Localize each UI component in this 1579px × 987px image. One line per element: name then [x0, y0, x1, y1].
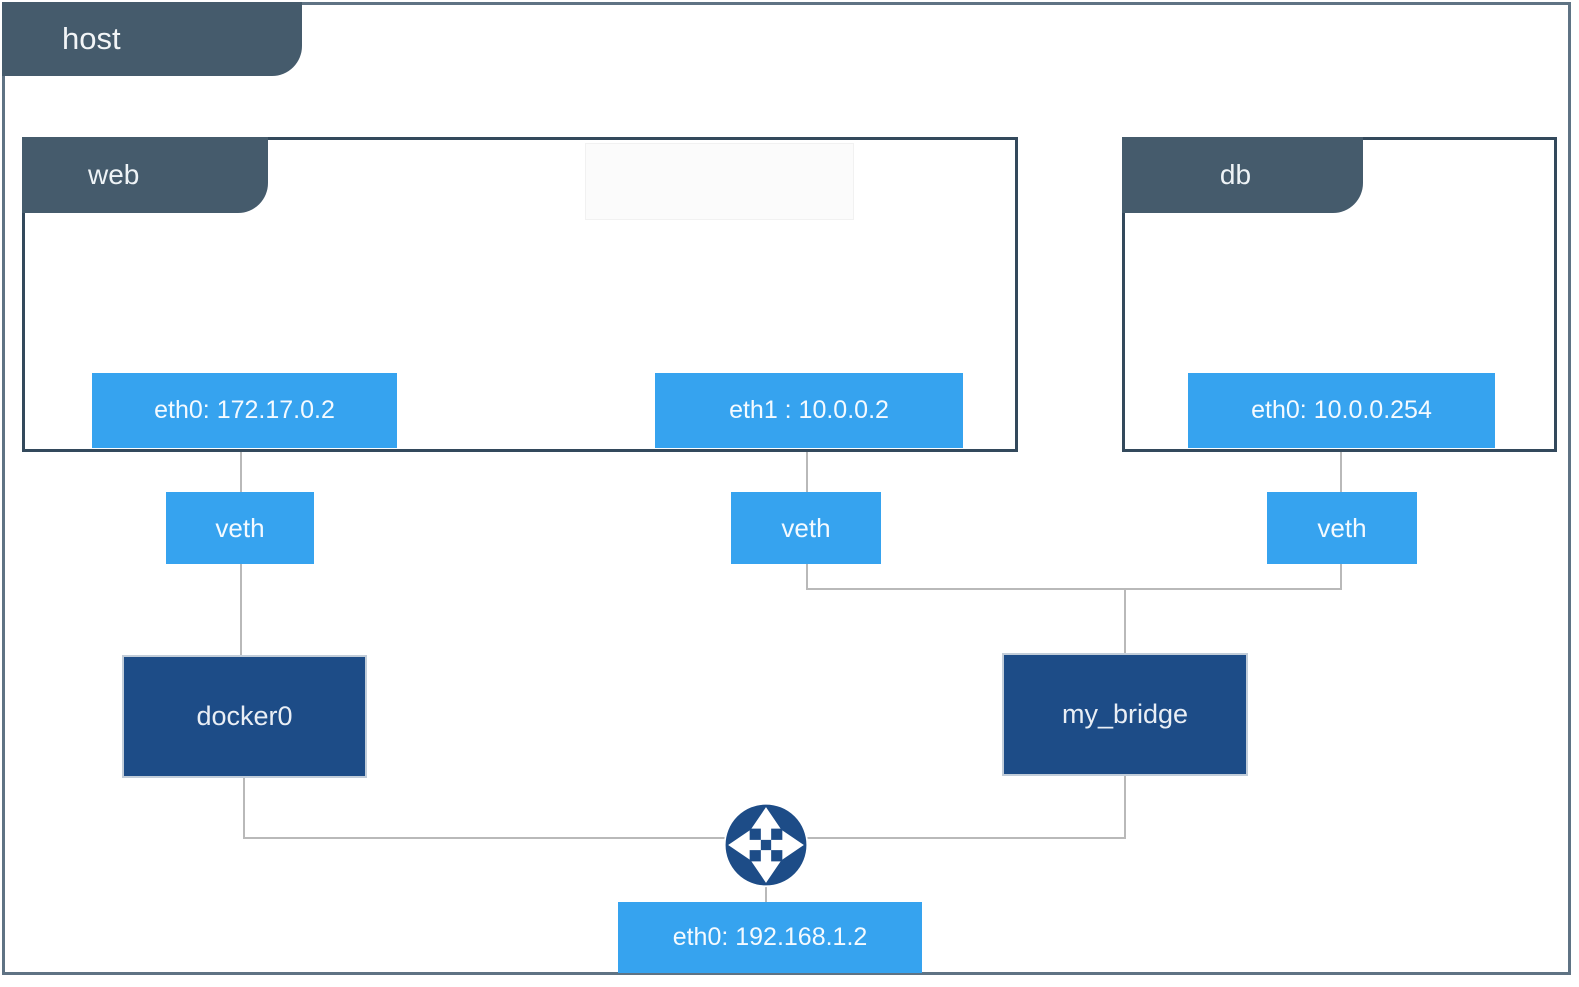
connector-docker0-down: [243, 776, 245, 839]
connector-bottom-bus-right: [766, 837, 1126, 839]
veth-right: veth: [1267, 492, 1417, 564]
db-label: db: [1219, 159, 1252, 190]
connector-veth-bus: [806, 588, 1342, 590]
my-bridge-bridge: my_bridge: [1002, 653, 1248, 776]
web-eth0-interface: eth0: 172.17.0.2: [92, 373, 397, 448]
web-eth0-label: eth0: 172.17.0.2: [154, 396, 335, 424]
web-eth1-label: eth1 : 10.0.0.2: [729, 396, 889, 424]
my-bridge-label: my_bridge: [1061, 699, 1189, 729]
docker0-bridge: docker0: [122, 655, 367, 778]
connector-web-eth1-to-veth: [806, 450, 808, 494]
connector-mybridge-down: [1124, 774, 1126, 839]
web-label: web: [88, 159, 140, 190]
host-eth0-label: eth0: 192.168.1.2: [672, 923, 868, 951]
connector-bottom-bus-left: [243, 837, 766, 839]
host-label: host: [62, 21, 121, 56]
connector-db-eth0-to-veth: [1340, 450, 1342, 494]
veth-middle-label: veth: [781, 512, 831, 543]
connector-veth-mid-to-bus: [806, 562, 808, 590]
web-container: [22, 137, 1018, 452]
connector-router-to-host-eth0: [765, 882, 767, 904]
router-icon: [723, 802, 809, 888]
connector-web-eth0-to-veth: [240, 450, 242, 494]
host-container: [2, 2, 1571, 975]
erased-label-artifact: [585, 143, 854, 220]
web-tab: web: [22, 137, 268, 213]
db-tab: db: [1122, 137, 1363, 213]
veth-left: veth: [166, 492, 314, 564]
veth-middle: veth: [731, 492, 881, 564]
web-eth1-interface: eth1 : 10.0.0.2: [655, 373, 963, 448]
connector-veth-to-docker0: [240, 562, 242, 657]
host-tab: host: [2, 2, 302, 76]
docker0-label: docker0: [196, 701, 293, 731]
db-eth0-interface: eth0: 10.0.0.254: [1188, 373, 1495, 448]
connector-bus-to-mybridge: [1124, 588, 1126, 654]
veth-right-label: veth: [1317, 512, 1367, 543]
host-eth0-interface: eth0: 192.168.1.2: [618, 902, 922, 973]
db-eth0-label: eth0: 10.0.0.254: [1251, 396, 1432, 424]
veth-left-label: veth: [215, 512, 265, 543]
connector-veth-right-to-bus: [1340, 562, 1342, 590]
